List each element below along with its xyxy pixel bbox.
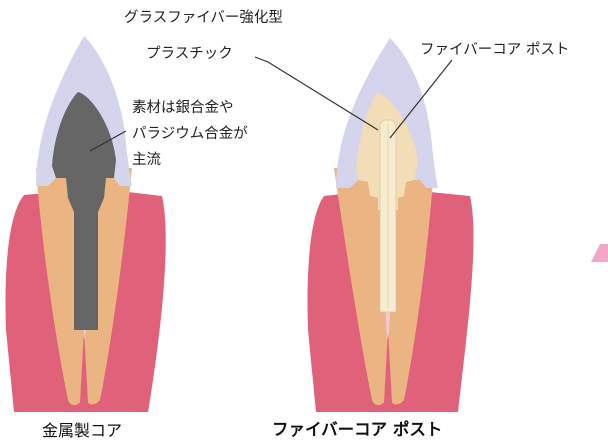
leader-glass-fiber [254,56,379,131]
caption-metal-core: 金属製コア [42,421,123,440]
glass-fiber-label-line2: プラスチック [146,46,233,62]
leader-material [89,130,127,152]
leader-fiber-core-post [389,59,453,139]
fiber-core-post-label: ファイバーコア ポスト [420,42,570,58]
material-label-line2: パラジウム合金が [132,126,248,142]
metal-core-left [52,92,116,330]
pink-arrow-icon [591,244,608,262]
material-label-line1: 素材は銀合金や [132,100,234,116]
glass-fiber-label-line1: グラスファイバー強化型 [124,10,283,26]
fiber-core-tooth [307,38,474,412]
metal-core-tooth [5,36,166,412]
caption-fiber-core-post: ファイバーコア ポスト [272,420,443,439]
material-label-line3: 主流 [132,152,161,168]
